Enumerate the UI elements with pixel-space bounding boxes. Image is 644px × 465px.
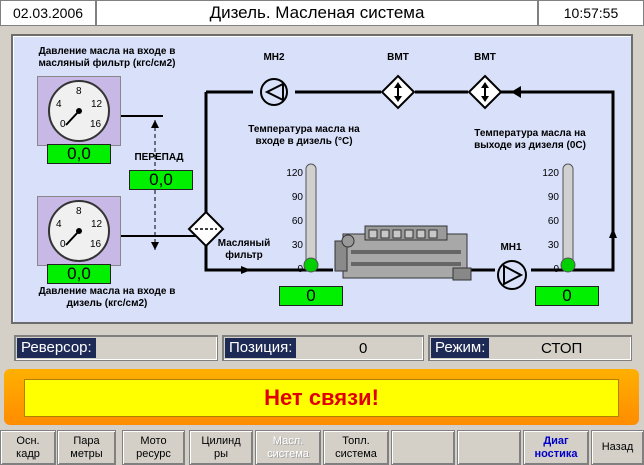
svg-text:0: 0 (60, 239, 66, 250)
pump-mn1-label: МН1 (500, 242, 522, 253)
svg-text:12: 12 (91, 219, 103, 230)
differential-label: ПЕРЕПАД (134, 152, 184, 163)
diesel-inlet-pressure-value: 0,0 (47, 264, 111, 284)
pump-mn1-icon (497, 260, 527, 290)
nav-empty-button-1[interactable] (391, 430, 455, 465)
svg-text:8: 8 (76, 206, 82, 217)
valve-vmt2-label: ВМТ (474, 52, 496, 63)
diesel-engine-icon (334, 225, 472, 281)
inlet-filter-pressure-value: 0,0 (47, 144, 111, 164)
temp-inlet-value: 0 (279, 286, 343, 306)
valve-vmt1-label: ВМТ (387, 52, 409, 63)
position-status: Позиция: 0 (222, 335, 424, 361)
reverser-status: Реверсор: (14, 335, 218, 361)
nav-parameters-button[interactable]: Пара метры (57, 430, 116, 465)
diesel-inlet-pressure-label: Давление масла на входе в дизель (кгс/см… (38, 286, 176, 309)
reverser-label: Реверсор: (17, 338, 96, 358)
alarm-text: Нет связи! (24, 379, 619, 417)
svg-text:8: 8 (76, 86, 82, 97)
svg-text:12: 12 (91, 99, 103, 110)
svg-text:16: 16 (90, 119, 102, 130)
page-title: Дизель. Масленая система (96, 0, 538, 26)
nav-motor-resource-button[interactable]: Мото ресурс (122, 430, 185, 465)
differential-value: 0,0 (129, 170, 193, 190)
position-value: 0 (359, 340, 368, 357)
mode-value: СТОП (541, 340, 583, 357)
svg-text:0: 0 (60, 119, 66, 130)
svg-text:16: 16 (90, 239, 102, 250)
svg-text:4: 4 (56, 99, 62, 110)
pump-mn2-icon (260, 78, 288, 106)
mode-label: Режим: (431, 338, 490, 358)
oil-filter-icon (187, 210, 225, 248)
inlet-filter-pressure-label: Давление масла на входе в масляный фильт… (38, 46, 176, 69)
pump-mn2-label: МН2 (263, 52, 285, 63)
oil-filter-label: Масляный фильтр (217, 238, 271, 261)
thermostat-valve-icon (467, 74, 503, 110)
oil-system-diagram: Давление масла на входе в масляный фильт… (11, 34, 633, 324)
piping-diagram (121, 74, 617, 290)
thermometer-inlet-icon (303, 163, 319, 273)
thermostat-valve-icon (380, 74, 416, 110)
mode-status: Режим: СТОП (428, 335, 632, 361)
temp-outlet-label: Температура масла на выходе из дизеля (0… (474, 128, 586, 151)
header-time: 10:57:55 (538, 0, 644, 26)
nav-oil-system-button[interactable]: Масл. система (255, 430, 321, 465)
temp-outlet-value: 0 (535, 286, 599, 306)
header-date: 02.03.2006 (0, 0, 96, 26)
pressure-gauge-filter: 4 8 12 16 0 (37, 76, 121, 146)
nav-main-frame-button[interactable]: Осн. кадр (0, 430, 56, 465)
nav-back-button[interactable]: Назад (591, 430, 644, 465)
temp-inlet-label: Температура масла на входе в дизель (°С) (248, 124, 360, 147)
thermometer-outlet-icon (560, 163, 576, 273)
position-label: Позиция: (225, 338, 297, 358)
nav-fuel-system-button[interactable]: Топл. система (323, 430, 389, 465)
pressure-gauge-diesel: 4 8 12 16 0 (37, 196, 121, 266)
svg-text:4: 4 (56, 219, 62, 230)
nav-empty-button-2[interactable] (457, 430, 521, 465)
nav-diagnostics-button[interactable]: Диаг ностика (523, 430, 589, 465)
nav-cylinders-button[interactable]: Цилинд ры (189, 430, 253, 465)
